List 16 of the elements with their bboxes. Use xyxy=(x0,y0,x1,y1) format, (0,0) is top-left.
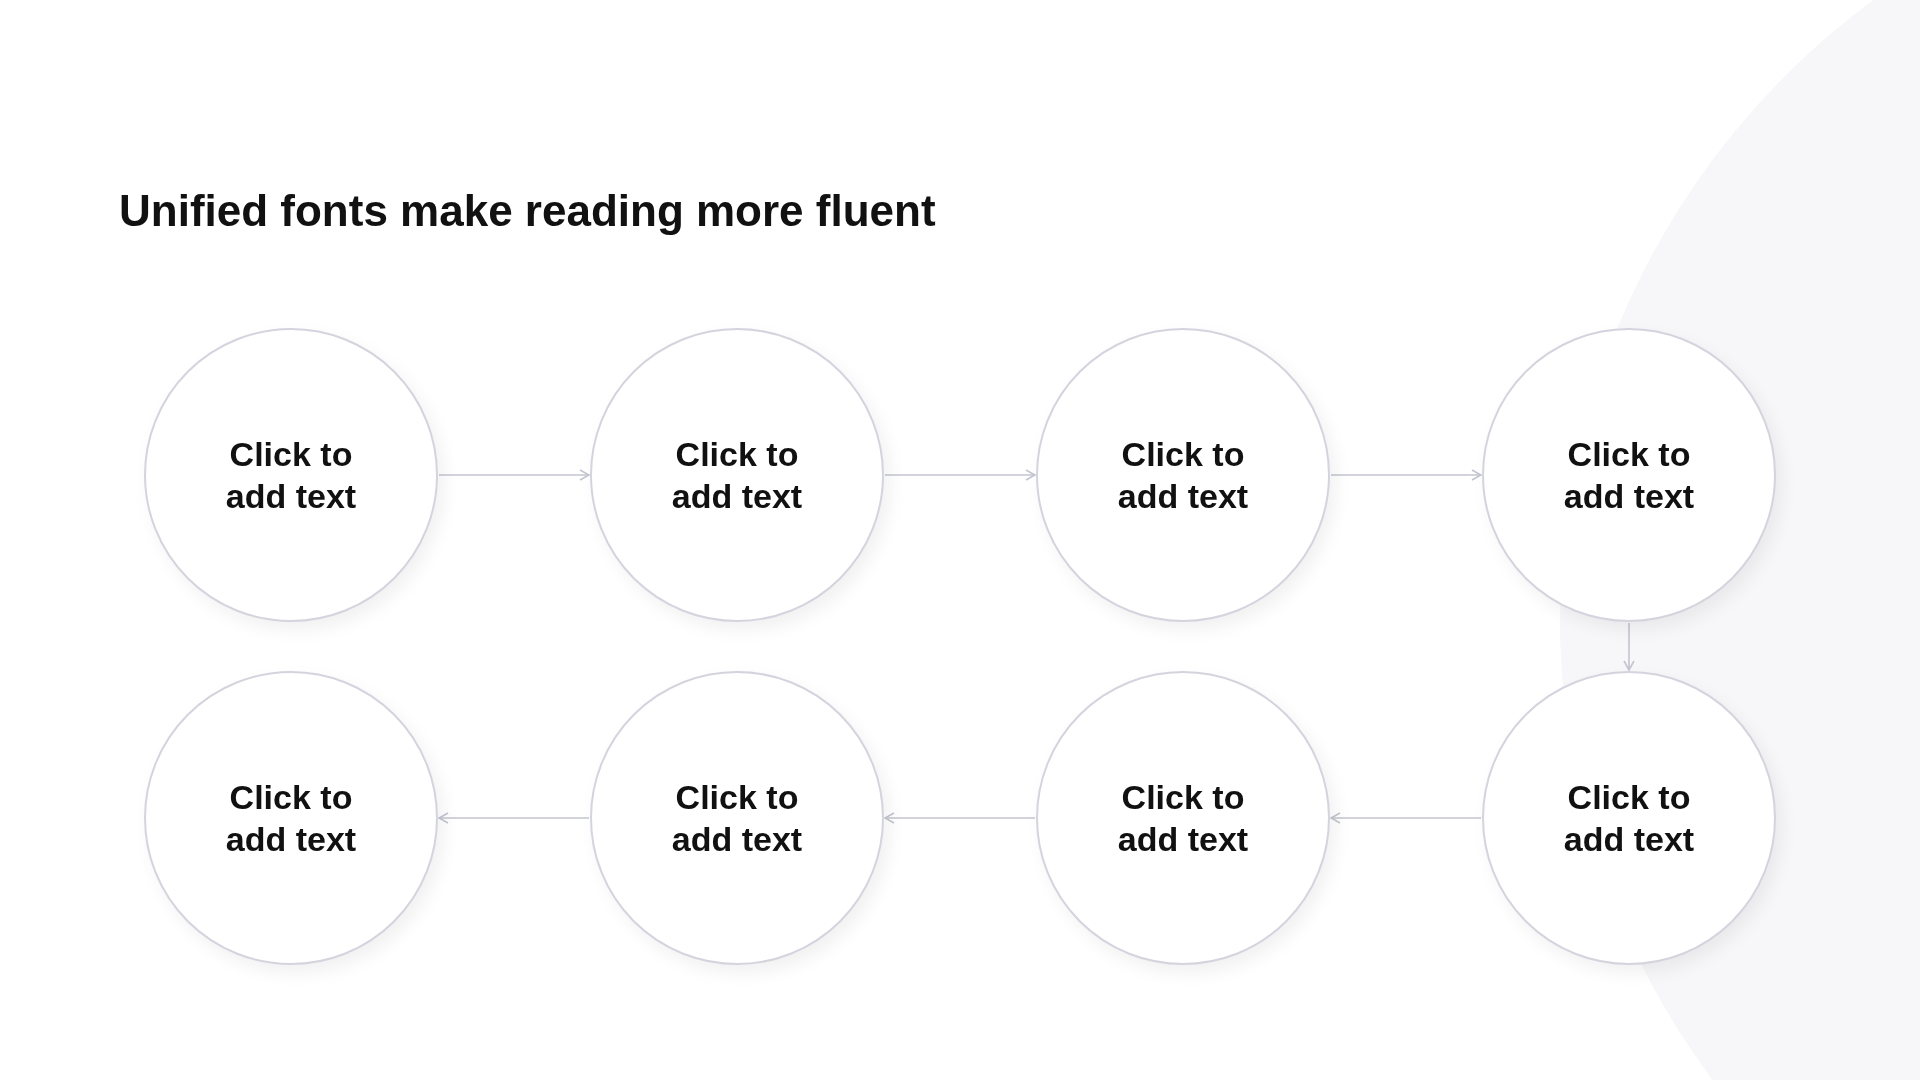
arrow xyxy=(438,469,590,481)
step-text: Click to add text xyxy=(670,776,804,860)
slide-title: Unified fonts make reading more fluent xyxy=(119,186,936,236)
arrow xyxy=(438,812,590,824)
step-text: Click to add text xyxy=(1116,776,1250,860)
arrow xyxy=(884,812,1036,824)
arrow xyxy=(1330,812,1482,824)
arrow xyxy=(1330,469,1482,481)
step-text: Click to add text xyxy=(670,433,804,517)
step-text: Click to add text xyxy=(224,776,358,860)
step-text: Click to add text xyxy=(1562,433,1696,517)
step-text: Click to add text xyxy=(1562,776,1696,860)
step-text: Click to add text xyxy=(1116,433,1250,517)
step-text: Click to add text xyxy=(224,433,358,517)
arrow xyxy=(1623,622,1635,671)
arrow xyxy=(884,469,1036,481)
